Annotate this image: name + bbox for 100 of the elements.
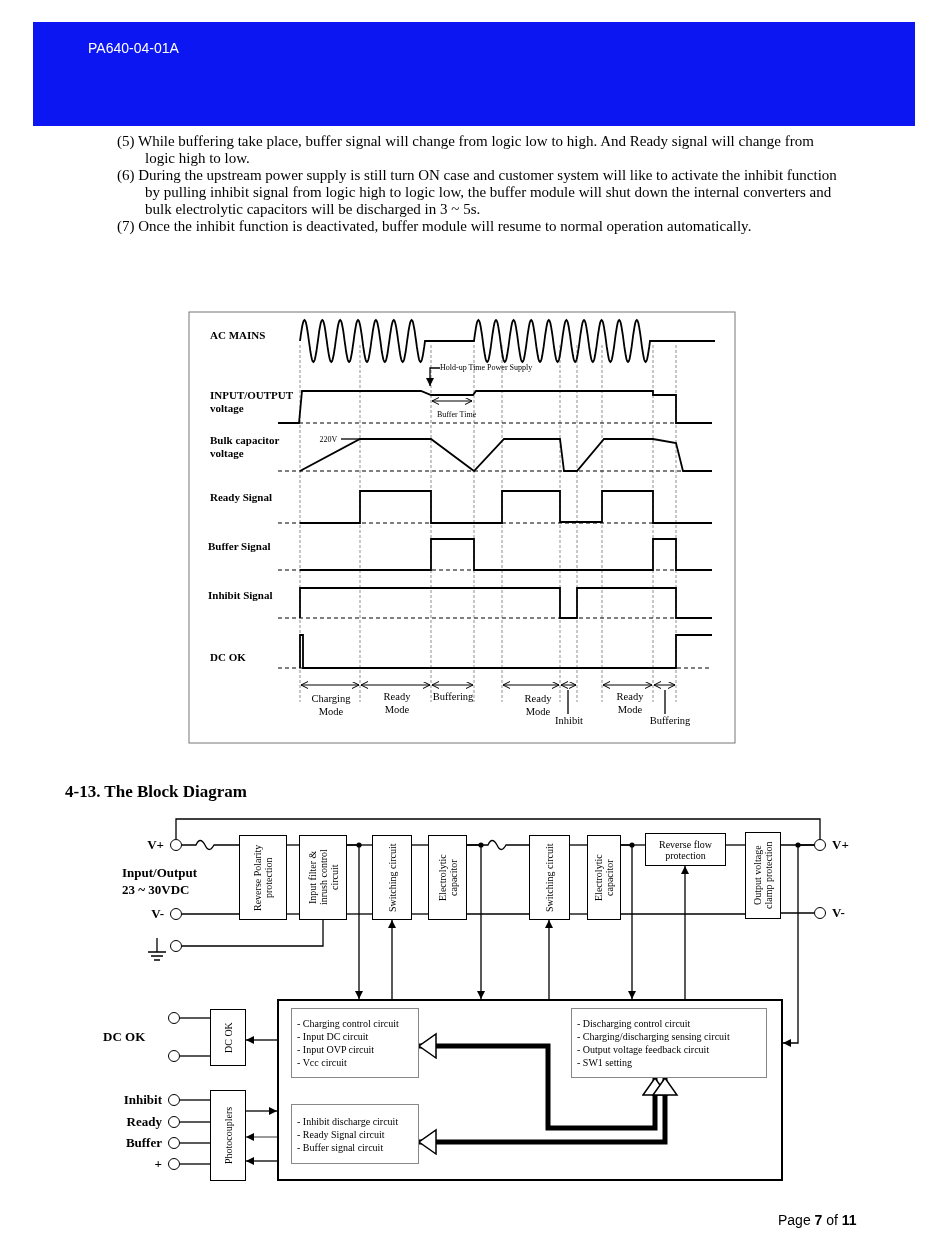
circuit-block (239, 835, 287, 920)
terminal-label: Ready (126, 1114, 162, 1130)
row-label: Inhibit Signal (208, 589, 274, 602)
wire (179, 1121, 211, 1123)
list-item: - Input DC circuit (297, 1030, 370, 1043)
circuit-block (210, 1090, 246, 1181)
list-item: - Inhibit discharge circuit (297, 1114, 400, 1128)
terminal-label: Inhibit (123, 1092, 162, 1108)
terminal-label: V+ (832, 837, 849, 853)
circuit-block (587, 835, 621, 920)
terminal-label: V- (151, 906, 164, 922)
terminal-label: DC OK (103, 1028, 147, 1045)
circuit-block (299, 835, 347, 920)
arrow (245, 1036, 278, 1044)
function-list-box (291, 1008, 419, 1078)
wire (181, 913, 240, 915)
arrow (245, 1107, 278, 1115)
list-item: - Charging/discharging sensing circuit (577, 1030, 731, 1043)
wire (569, 913, 588, 915)
list-item: - Input OVP circuit (297, 1043, 376, 1056)
terminal-label: Buffer (125, 1135, 162, 1151)
wire (466, 913, 530, 915)
list-item: - Output voltage feedback circuit (577, 1043, 711, 1056)
circuit-block (372, 835, 412, 920)
paragraph: (7) Once the inhibit function is deactivated, buffer module will resume to normal operation automatically. (117, 218, 753, 235)
mode-label: Ready Mode (615, 690, 645, 716)
block-label: Switching circuit (544, 842, 555, 914)
dimension-label: Buffer Time (437, 410, 478, 419)
mode-label: Ready Mode (382, 690, 412, 716)
list-item: - Discharging control circuit (577, 1017, 692, 1030)
voltage-label: 220V (316, 434, 341, 445)
row-label: Bulk capacitor voltage (210, 434, 281, 460)
wire (620, 913, 746, 915)
function-list-box (571, 1008, 767, 1078)
circuit-block (645, 833, 726, 866)
list-item: - Vcc circuit (297, 1056, 348, 1069)
arrow (620, 844, 636, 1000)
arrow (466, 844, 485, 1000)
paragraph: (6) During the upstream power supply is still turn ON case and customer system will like to activate the inhibit function by pulling inhibit signal from logic high to logic low, the buffer module will shut down the internal converters and bulk electrolytic capacitors will be discharged in 3 ~ 5s. (117, 167, 838, 218)
arrow (346, 844, 363, 1000)
row-label: AC MAINS (210, 329, 267, 342)
block-label: DC OK (222, 1021, 234, 1055)
wire (411, 913, 429, 915)
terminal-label: + (154, 1156, 162, 1172)
wire (179, 1142, 211, 1144)
wire (286, 913, 300, 915)
block-label: Output voltage clamp protection (752, 840, 774, 912)
leader-line (340, 438, 361, 440)
page-number: Page 7 of 11 (778, 1212, 858, 1228)
control-block (277, 999, 783, 1181)
block-label: Electrolytic capacitor (436, 853, 459, 903)
circuit-block (210, 1009, 246, 1066)
wire (179, 1055, 211, 1057)
mode-label: Ready Mode (523, 692, 553, 718)
row-label: Buffer Signal (208, 540, 272, 553)
wire (179, 1163, 211, 1165)
block-label: Reverse flow protection (657, 838, 713, 861)
leader-line (664, 689, 666, 715)
wire (346, 913, 373, 915)
wire (175, 818, 821, 840)
arrow (545, 919, 553, 1000)
row-label: Ready Signal (210, 491, 274, 504)
list-item: - SW1 setting (577, 1056, 633, 1069)
wire (725, 844, 746, 846)
mode-label: Charging Mode (310, 692, 352, 718)
wire (411, 844, 429, 846)
row-label: DC OK (210, 651, 247, 664)
wire (179, 1017, 211, 1019)
leader-line (426, 367, 441, 387)
wire (780, 912, 815, 914)
row-label: INPUT/OUTPUT voltage (210, 389, 294, 415)
annotation-text: Hold-up Time Power Supply (440, 362, 552, 374)
hollow-arrow (418, 1077, 678, 1155)
mode-label: Buffering (431, 690, 475, 703)
section-heading: 4-13. The Block Diagram (65, 782, 248, 802)
block-label: Photocouplers (222, 1105, 234, 1167)
arrow (681, 865, 689, 1000)
leader-line (567, 689, 569, 715)
circuit-block (428, 835, 467, 920)
paragraph: (5) While buffering take place, buffer signal will change from logic low to high. And Ready signal will change from logic high to low. (117, 133, 815, 167)
wire (181, 919, 324, 947)
voltage-range-label: Input/Output 23 ~ 30VDC (122, 864, 199, 898)
circuit-block (529, 835, 570, 920)
circuit-block (745, 832, 781, 919)
block-label: Reverse Polarity protection (252, 843, 274, 913)
block-label: Electrolytic capacitor (593, 853, 615, 903)
document-number: PA640-04-01A (88, 40, 180, 56)
block-label: Switching circuit (386, 842, 398, 914)
terminal-label: V+ (147, 837, 164, 853)
wire (179, 1099, 211, 1101)
function-list-box (291, 1104, 419, 1164)
wire (286, 844, 300, 846)
wire (181, 839, 240, 851)
list-item: - Charging control circuit (297, 1017, 400, 1030)
arrow (388, 919, 396, 1000)
terminal-label: V- (832, 905, 845, 921)
list-item: - Ready Signal circuit (297, 1127, 386, 1141)
wire (569, 844, 588, 846)
block-label: Input filter & inrush control circuit (306, 848, 340, 908)
list-item: - Buffer signal circuit (297, 1140, 385, 1154)
